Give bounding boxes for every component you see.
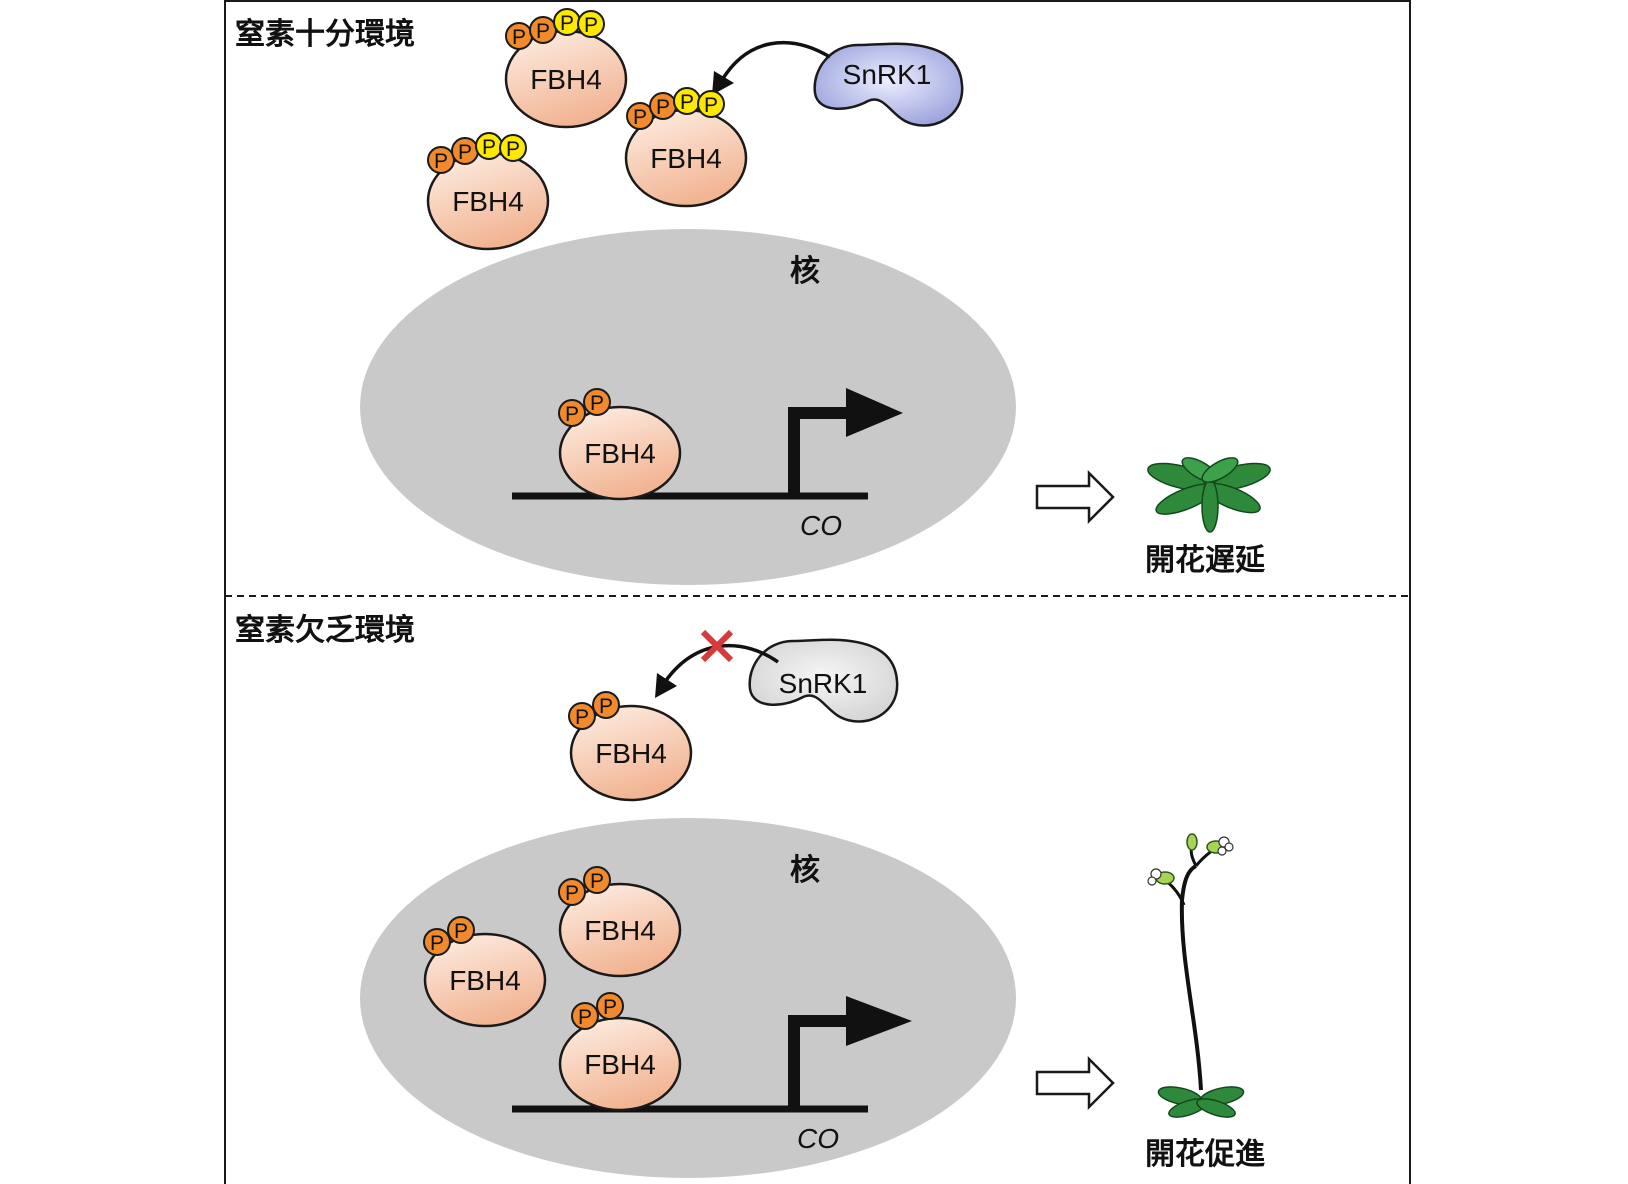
phospho-group: P P P P [427, 132, 527, 174]
snrk1-shape [813, 42, 964, 127]
phosphorylation-arrow [720, 40, 831, 81]
fbh4-protein: FBH4 P P [568, 691, 693, 802]
block-x-icon [700, 629, 734, 663]
snrk1-label: SnRK1 [843, 59, 932, 90]
svg-text:P: P [590, 392, 604, 415]
nucleus-label: 核 [790, 854, 820, 887]
nucleus-label: 核 [790, 255, 820, 288]
outer-frame [224, 0, 1411, 1184]
phospho-group: P P P P [626, 87, 725, 130]
svg-text:P: P [599, 695, 613, 718]
outcome-arrow [1035, 1055, 1115, 1111]
phospho-group: P P [571, 992, 624, 1030]
fbh4-label: FBH4 [449, 965, 521, 996]
snrk1-kinase-active: SnRK1 [813, 42, 964, 127]
svg-text:P: P [430, 932, 444, 955]
fbh4-label: FBH4 [650, 143, 722, 174]
fbh4-label: FBH4 [584, 1049, 656, 1080]
fbh4-label: FBH4 [584, 438, 656, 469]
svg-text:P: P [704, 94, 718, 117]
flowering-plant-icon [1147, 833, 1245, 1118]
svg-text:P: P [536, 20, 550, 43]
fbh4-protein-nuclear: FBH4 P P [558, 992, 682, 1112]
transcription-arrowhead [846, 996, 912, 1046]
snrk1-shape [748, 638, 899, 723]
svg-text:P: P [565, 403, 579, 426]
top-panel: 窒素十分環境 SnRK1 FBH4 P P P P [235, 8, 1271, 585]
fbh4-protein-nuclear: FBH4 P P [558, 388, 682, 501]
svg-text:P: P [578, 1006, 592, 1029]
snrk1-kinase-inactive: SnRK1 [748, 638, 899, 723]
phospho-group: P P [568, 691, 620, 730]
svg-text:P: P [506, 138, 520, 161]
transcription-arrowhead [846, 388, 903, 437]
svg-text:P: P [512, 26, 526, 49]
svg-text:P: P [560, 12, 574, 35]
fbh4-label: FBH4 [584, 915, 656, 946]
gene-label-co: CO [800, 510, 842, 541]
svg-text:P: P [454, 920, 468, 943]
bottom-panel-title: 窒素欠乏環境 [235, 613, 415, 647]
outcome-label: 開花促進 [1145, 1138, 1265, 1171]
transcription-start-arrow [788, 1015, 850, 1109]
svg-text:P: P [565, 882, 579, 905]
phospho-group: P P [423, 916, 475, 956]
svg-text:P: P [482, 136, 496, 159]
svg-text:P: P [434, 150, 448, 173]
svg-text:P: P [680, 91, 694, 114]
transcription-start-arrow [788, 407, 850, 496]
blocked-arrowhead [655, 673, 677, 698]
fbh4-protein: FBH4 P P P P [426, 132, 550, 251]
svg-text:P: P [633, 106, 647, 129]
fbh4-label: FBH4 [595, 738, 667, 769]
svg-text:P: P [575, 706, 589, 729]
rosette-plant-icon [1147, 457, 1271, 533]
gene-label-co: CO [797, 1123, 839, 1154]
phospho-group: P P P P [505, 8, 605, 50]
fbh4-protein: FBH4 P P P P [624, 87, 748, 208]
svg-text:P: P [458, 141, 472, 164]
fbh4-protein: FBH4 P P P P [504, 8, 628, 129]
svg-text:P: P [603, 996, 617, 1019]
outcome-arrow [1035, 469, 1115, 525]
snrk1-label: SnRK1 [779, 668, 868, 699]
svg-text:P: P [590, 870, 604, 893]
phospho-group: P P [558, 866, 611, 906]
outcome-label: 開花遅延 [1145, 544, 1266, 577]
fbh4-label: FBH4 [452, 186, 524, 217]
svg-text:P: P [656, 96, 670, 119]
top-panel-title: 窒素十分環境 [235, 17, 415, 51]
nucleus [360, 818, 1016, 1178]
phosphorylation-arrowhead [712, 71, 734, 95]
svg-text:P: P [584, 14, 598, 37]
fbh4-protein-nuclear: FBH4 P P [423, 916, 547, 1028]
fbh4-label: FBH4 [530, 64, 602, 95]
nucleus [360, 229, 1016, 585]
phospho-group: P P [558, 388, 611, 427]
fbh4-protein-nuclear: FBH4 P P [558, 866, 682, 978]
bottom-panel: 窒素欠乏環境 SnRK1 FBH4 P P 核 [235, 613, 1265, 1178]
